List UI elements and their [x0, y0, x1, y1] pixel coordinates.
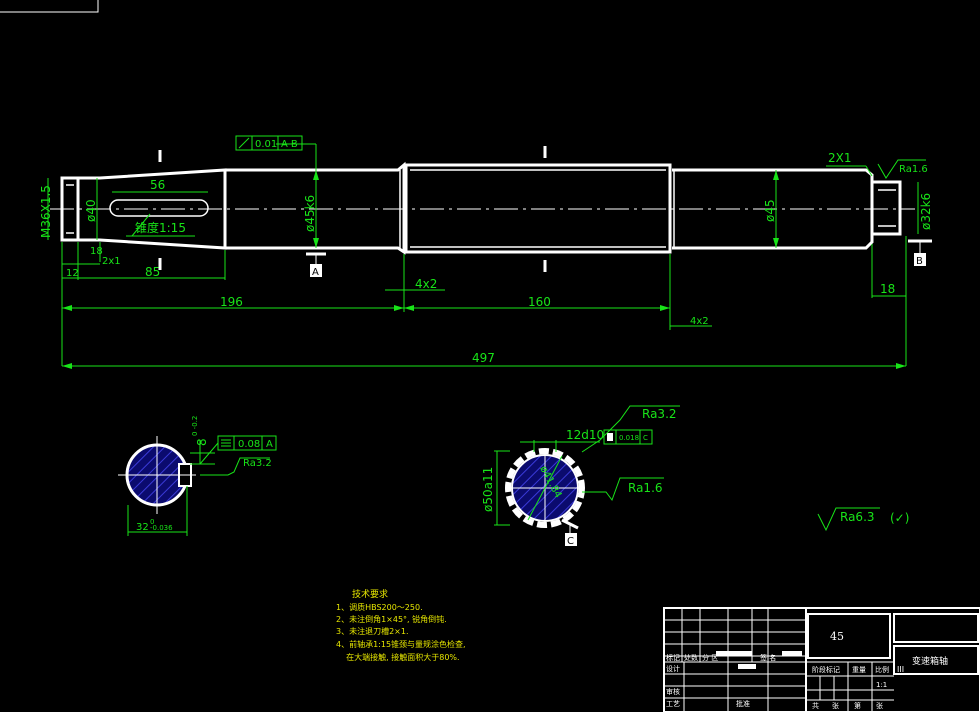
tb-weight: 重量 — [852, 666, 866, 674]
general-ra63-paren: (✓) — [890, 511, 909, 525]
tb-material: 45 — [830, 630, 844, 643]
dim-160: 160 — [528, 295, 551, 309]
section-marks — [158, 146, 547, 272]
title-block-fills — [716, 651, 802, 669]
dimension-lines — [47, 143, 919, 367]
dim-12: 12 — [66, 268, 79, 279]
tb-scale: 1:1 — [876, 681, 887, 689]
datum-b-label: B — [916, 256, 923, 267]
dim-d40: ø40 — [84, 199, 98, 222]
gdt-runout-tol: 0.01 — [255, 139, 277, 150]
gdt-spline-tol: 0.018 — [619, 434, 639, 442]
gdt-sym-tol: 0.08 — [238, 439, 260, 450]
tb-code: III — [897, 665, 904, 674]
notes-line-3: 3、未注退刀槽2×1. — [336, 626, 409, 636]
general-ra63: Ra6.3 — [840, 510, 875, 524]
section-d32: 32 — [136, 522, 149, 533]
tb-approve: 批准 — [736, 699, 750, 708]
tb-count: 处数 — [684, 653, 698, 662]
gdt-spline-datum: C — [643, 434, 648, 442]
tb-ratio: 比例 — [875, 665, 889, 674]
dim-chamfer-right: 2X1 — [828, 151, 852, 165]
tb-sign: 签 名 — [760, 653, 776, 662]
datum-c-label: C — [567, 536, 574, 547]
dimension-arrows — [62, 170, 906, 369]
section-view-keyway: 8 32 0 -0.036 0 -0.2 0.08 A Ra3.2 — [118, 416, 277, 536]
dim-d45: ø45 — [763, 199, 777, 222]
dim-d32k6: ø32k6 — [919, 193, 933, 230]
tb-page-unit: 张 — [876, 701, 883, 710]
dim-2x1: 2x1 — [102, 256, 121, 267]
tb-page: 第 — [854, 701, 861, 710]
datum-a-marker: A — [306, 252, 326, 278]
dim-196: 196 — [220, 295, 243, 309]
spline-ra32: Ra3.2 — [642, 407, 677, 421]
dim-keyway-length: 56 — [150, 178, 165, 192]
tb-review: 审核 — [666, 687, 680, 696]
frame-corner — [0, 0, 99, 13]
notes-line-1: 1、调质HBS200～250. — [336, 602, 423, 612]
dim-thread: M36X1.5 — [39, 185, 53, 238]
gdt-runout-frame: 0.01 A-B — [235, 135, 303, 151]
tb-total: 共 — [812, 701, 819, 710]
datum-b-marker: B — [908, 239, 932, 267]
notes-title: 技术要求 — [352, 588, 388, 600]
tb-stage-mark: 阶段标记 — [812, 665, 840, 674]
section-depth-tol: 0 -0.2 — [191, 416, 199, 436]
datum-a-label: A — [312, 267, 319, 278]
notes-line-4: 4、前轴承1:15锥颈与量规涂色检查, — [336, 639, 466, 649]
dim-85: 85 — [145, 265, 160, 279]
gdt-runout-datum: A-B — [281, 139, 298, 150]
spline-ra16: Ra1.6 — [628, 481, 663, 495]
gdt-sym-datum: A — [266, 439, 273, 450]
shaft-details — [66, 169, 896, 248]
tb-process: 工艺 — [666, 700, 680, 708]
technical-notes: 技术要求 1、调质HBS200～250. 2、未注倒角1×45°, 锐角倒钝. … — [336, 588, 466, 662]
dim-4x2-right: 4x2 — [690, 316, 709, 327]
section-d32-tol-low: -0.036 — [150, 524, 173, 532]
section-depth: 8 — [195, 438, 209, 446]
tb-sheet: 张 — [832, 701, 839, 710]
general-roughness: Ra6.3 (✓) — [817, 507, 909, 532]
roughness-ra16-top: Ra1.6 — [877, 159, 928, 179]
tb-design: 设计 — [666, 664, 680, 673]
notes-line-2: 2、未注倒角1×45°, 锐角倒钝. — [336, 614, 447, 624]
dim-18-left: 18 — [90, 246, 103, 257]
dim-4x2-left: 4x2 — [415, 277, 437, 291]
tb-part-name: 变速箱轴 — [912, 655, 948, 667]
tb-mark: 标记 — [666, 653, 680, 662]
notes-line-5: 在大端接触, 接触面积大于80%. — [336, 652, 460, 662]
section-ra32: Ra3.2 — [243, 458, 272, 469]
dim-18-right: 18 — [880, 282, 895, 296]
dim-497: 497 — [472, 351, 495, 365]
section-view-spline: ø41.84 12d10 0.018 C ø50a11 Ra3.2 Ra1.6 … — [481, 405, 680, 547]
section-d50: ø50a11 — [481, 467, 495, 512]
dim-d45k6: ø45k6 — [303, 195, 317, 232]
tb-zone: 分 区 — [702, 653, 718, 662]
section-d32-tol: 0 — [150, 518, 154, 526]
dim-taper: 锥度1:15 — [135, 220, 186, 235]
roughness-ra16-top-label: Ra1.6 — [899, 164, 928, 175]
section-spline-width: 12d10 — [566, 428, 604, 442]
